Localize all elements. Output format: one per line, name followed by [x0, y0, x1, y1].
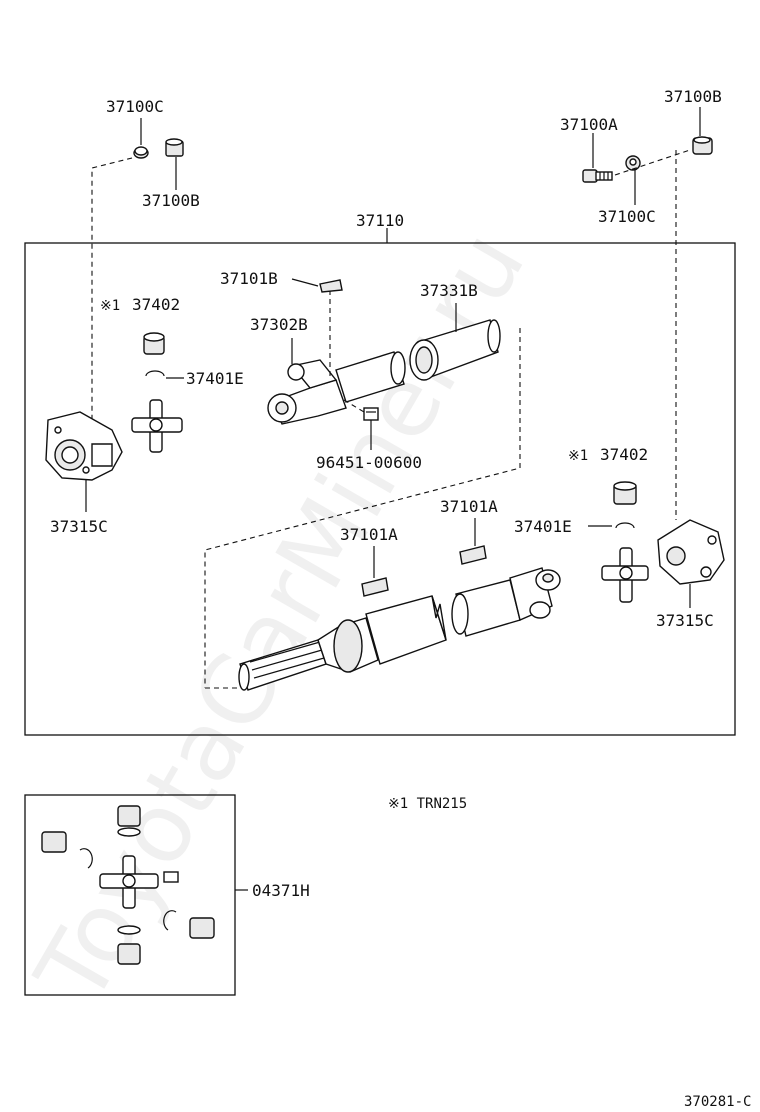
label-37100C-right: 37100C — [598, 207, 656, 226]
nut-37100B-right — [692, 136, 713, 155]
label-37101B: 37101B — [220, 269, 278, 288]
label-04371H: 04371H — [252, 881, 310, 900]
ujoint-kit-box — [24, 794, 236, 996]
bearing-cup-37402-left — [143, 332, 165, 355]
label-37315C-left: 37315C — [50, 517, 108, 536]
label-37101A-right: 37101A — [440, 497, 498, 516]
note-trn215: ※1 TRN215 — [388, 796, 467, 812]
washer-37100C-left — [133, 146, 149, 159]
label-37302B: 37302B — [250, 315, 308, 334]
label-37401E-left: 37401E — [186, 369, 244, 388]
label-37100B-top-right: 37100B — [664, 87, 722, 106]
ujoint-kit-04371H — [41, 805, 215, 965]
spider-right — [601, 547, 649, 603]
flange-yoke-37315C-left — [45, 411, 123, 481]
label-37315C-right: 37315C — [656, 611, 714, 630]
figure-code: 370281-C — [684, 1094, 751, 1110]
label-37331B: 37331B — [420, 281, 478, 300]
label-37402-right: 37402 — [600, 445, 648, 464]
label-37402-left: 37402 — [132, 295, 180, 314]
balance-weight-37101A-right — [459, 545, 487, 565]
slip-yoke-37302B — [267, 351, 406, 425]
label-note-mark-right: ※1 — [568, 448, 588, 464]
spider-left — [131, 399, 183, 453]
bolt-37100A — [582, 169, 613, 183]
label-96451-00600: 96451-00600 — [316, 453, 422, 472]
propeller-shaft-main — [238, 567, 561, 691]
grease-fitting-96451 — [363, 407, 379, 421]
label-37100C-top-left: 37100C — [106, 97, 164, 116]
label-37110: 37110 — [356, 211, 404, 230]
balance-weight-37101A-left — [361, 577, 389, 597]
label-37401E-right: 37401E — [514, 517, 572, 536]
snap-ring-37401E-left — [145, 370, 165, 377]
washer-37100C-right — [625, 155, 641, 171]
nut-37100B-left — [165, 138, 184, 157]
assembly-box-37110 — [24, 242, 736, 736]
label-37101A-left: 37101A — [340, 525, 398, 544]
snap-ring-37401E-right — [615, 522, 635, 529]
label-37100A: 37100A — [560, 115, 618, 134]
dust-boot-37331B — [409, 319, 501, 381]
flange-yoke-37315C-right — [657, 519, 725, 585]
label-note-mark-left: ※1 — [100, 298, 120, 314]
label-37100B-left: 37100B — [142, 191, 200, 210]
bearing-cup-37402-right — [613, 481, 637, 505]
balance-weight-37101B — [319, 279, 343, 293]
